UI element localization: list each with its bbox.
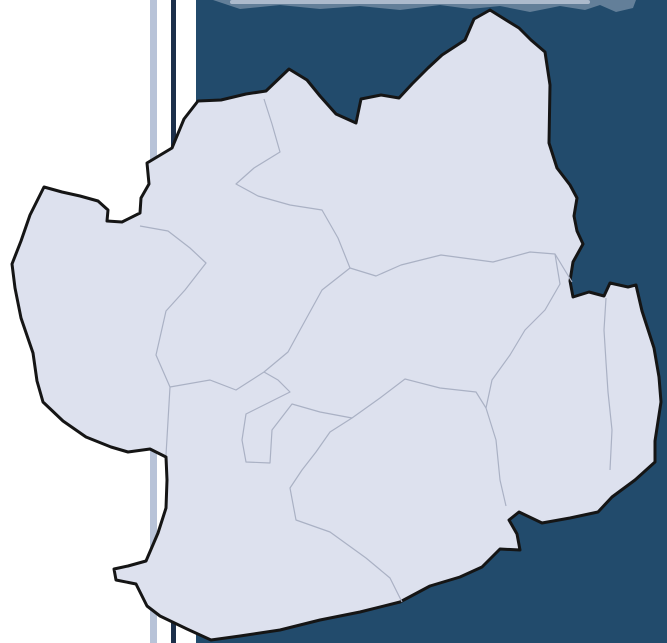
boundary-east <box>485 253 561 507</box>
boundary-centre-north <box>349 251 573 283</box>
boundary-far-east <box>603 297 613 471</box>
district-boundaries <box>139 98 613 603</box>
county-outline <box>10 8 663 642</box>
boundary-centre-west <box>169 267 351 391</box>
cropped-title-fragment <box>230 0 590 4</box>
boundary-southwest <box>289 417 403 603</box>
boundary-northwest <box>235 98 351 269</box>
boundary-west <box>139 225 207 456</box>
boundary-centre-south <box>241 371 487 464</box>
